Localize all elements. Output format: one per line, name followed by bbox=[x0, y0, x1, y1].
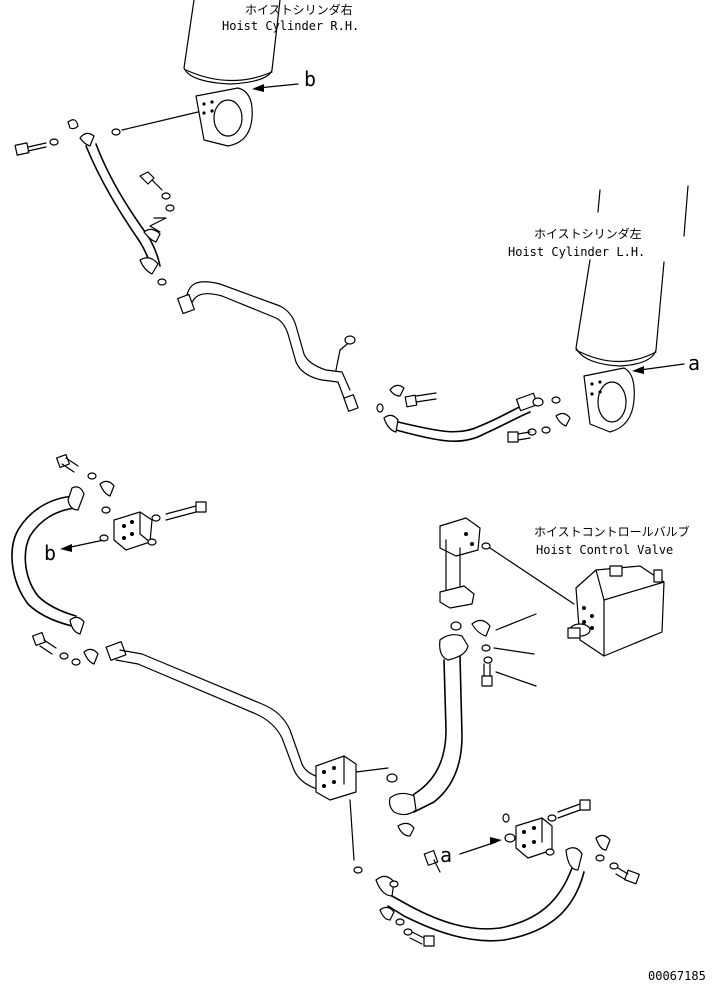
hose-top-right bbox=[383, 392, 539, 443]
drawing-number: 00067185 bbox=[648, 969, 706, 983]
cylinder-rh-label-en: Hoist Cylinder R.H. bbox=[222, 19, 359, 33]
split-flange-block-bottom-right bbox=[502, 799, 591, 859]
steel-tube-top bbox=[177, 281, 359, 412]
valve-label-en: Hoist Control Valve bbox=[536, 543, 673, 557]
cylinder-rh-label-jp: ホイストシリンダ右 bbox=[245, 2, 353, 17]
bolt-group-left-top bbox=[55, 453, 115, 514]
hoist-control-valve bbox=[567, 565, 665, 657]
ref-b-top: b bbox=[304, 67, 316, 91]
cylinder-lh-label-en: Hoist Cylinder L.H. bbox=[508, 245, 645, 259]
split-flange-block-center bbox=[315, 755, 398, 874]
bolt-group-top-left bbox=[14, 119, 95, 156]
bolt-group-top-right bbox=[376, 384, 571, 443]
valve-label-jp: ホイストコントロールバルブ bbox=[534, 524, 690, 539]
ref-a-bottom: a bbox=[440, 843, 452, 867]
elbow-tube-valve bbox=[439, 517, 575, 609]
split-flange-block-left bbox=[113, 501, 207, 551]
hoist-cylinder-lh bbox=[575, 185, 689, 433]
hose-bottom bbox=[375, 847, 585, 942]
bolt-group-valve bbox=[450, 613, 537, 687]
hose-top-left bbox=[85, 143, 161, 275]
ref-a-bottom-leader bbox=[459, 837, 502, 855]
ref-b-top-leader bbox=[252, 83, 299, 92]
ref-a-top: a bbox=[688, 351, 700, 375]
hoist-cylinder-rh bbox=[183, 0, 281, 147]
cylinder-lh-label-jp: ホイストシリンダ左 bbox=[534, 226, 642, 241]
bolt-group-left-bottom bbox=[31, 631, 99, 666]
o-ring bbox=[111, 128, 121, 136]
bolt-group-bottom bbox=[379, 822, 640, 947]
ref-b-left: b bbox=[44, 541, 56, 565]
hose-left-loop bbox=[11, 486, 85, 635]
steel-tube-bottom bbox=[105, 641, 323, 791]
bolt-group-top-middle bbox=[139, 171, 175, 286]
leader-oring-top bbox=[121, 111, 199, 131]
ref-b-left-leader bbox=[60, 534, 109, 552]
hose-vertical bbox=[388, 634, 469, 816]
ref-a-top-leader bbox=[632, 363, 685, 374]
